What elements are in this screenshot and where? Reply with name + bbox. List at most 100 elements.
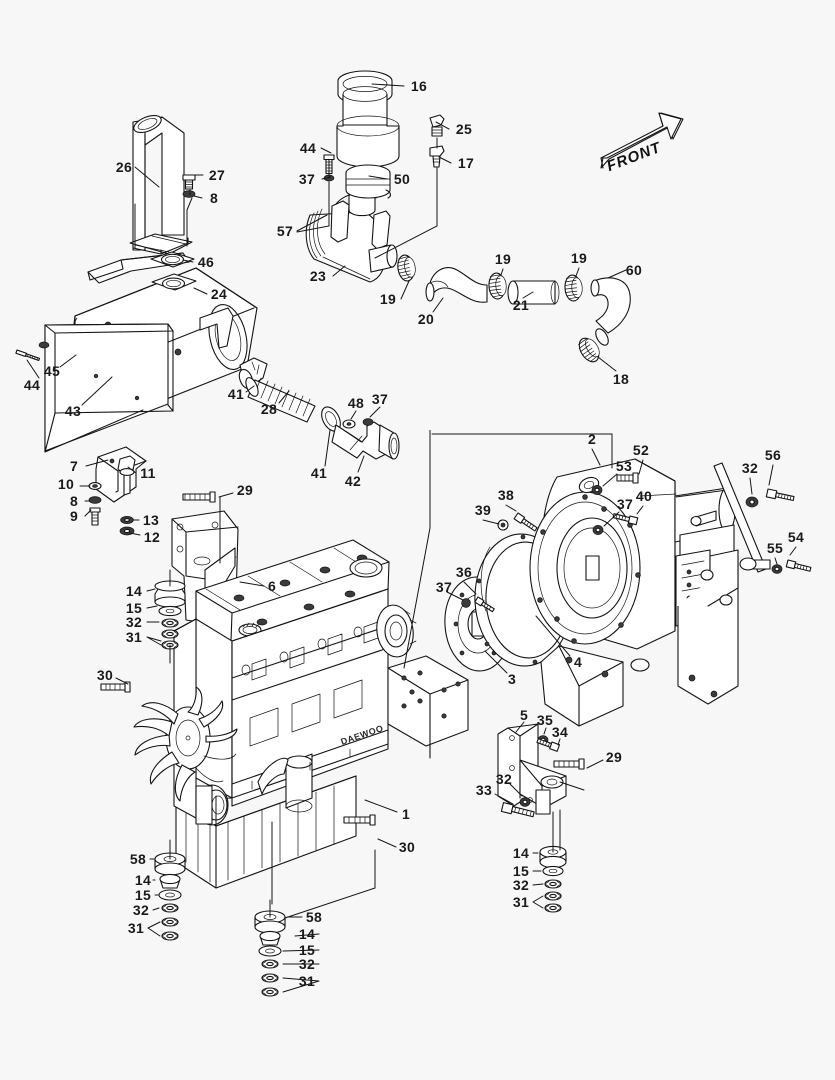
clamp-part-19-a [395, 253, 418, 283]
callout-12: 12 [143, 529, 161, 545]
callout-36: 36 [455, 564, 473, 580]
callout-37: 37 [371, 391, 389, 407]
callout-7: 7 [69, 458, 79, 474]
bolt-part-30-left [100, 681, 131, 693]
callout-32: 32 [512, 877, 530, 893]
callout-1: 1 [401, 806, 411, 822]
washer-part-37-flange [461, 598, 471, 608]
callout-32: 32 [741, 460, 759, 476]
washer-part-53 [591, 485, 603, 495]
callout-54: 54 [787, 529, 805, 545]
callout-45: 45 [43, 363, 61, 379]
callout-37: 37 [616, 496, 634, 512]
clamp-part-19-c [563, 273, 584, 303]
callout-42: 42 [344, 473, 362, 489]
callout-32: 32 [125, 614, 143, 630]
callout-6: 6 [267, 578, 277, 594]
callout-44: 44 [23, 377, 41, 393]
callout-5: 5 [519, 707, 529, 723]
washer-part-8-upper [182, 190, 196, 198]
callout-41: 41 [227, 386, 245, 402]
callout-37: 37 [298, 171, 316, 187]
callout-50: 50 [393, 171, 411, 187]
callout-25: 25 [455, 121, 473, 137]
callout-34: 34 [551, 724, 569, 740]
bolt-part-34 [536, 738, 561, 752]
callout-13: 13 [142, 512, 160, 528]
washer-part-55 [771, 564, 783, 574]
front-direction-arrow [600, 112, 684, 169]
callout-58: 58 [305, 909, 323, 925]
bracket-part-5 [497, 723, 567, 815]
callout-24: 24 [210, 286, 228, 302]
callout-58: 58 [129, 851, 147, 867]
callout-40: 40 [635, 488, 653, 504]
bolt-part-38 [513, 512, 538, 532]
air-cleaner-part-23 [305, 179, 398, 283]
bolt-part-52 [616, 472, 639, 484]
bolt-part-30-bottom [343, 814, 376, 826]
callout-14: 14 [298, 926, 316, 942]
callout-17: 17 [457, 155, 475, 171]
callout-19: 19 [570, 250, 588, 266]
callout-8: 8 [209, 190, 219, 206]
callout-43: 43 [64, 403, 82, 419]
bolt-part-29-left [182, 491, 216, 503]
washer-part-48 [342, 419, 356, 429]
callout-4: 4 [573, 654, 583, 670]
mount-stack-bottom-right [539, 845, 567, 913]
side-accessory-assembly [675, 462, 771, 705]
callout-35: 35 [536, 712, 554, 728]
callout-48: 48 [347, 395, 365, 411]
hose-part-20 [425, 267, 488, 303]
exhaust-stack-part-26 [129, 114, 193, 255]
washer-part-32-bracket [519, 797, 531, 807]
callout-21: 21 [512, 297, 530, 313]
callout-18: 18 [612, 371, 630, 387]
callout-38: 38 [497, 487, 515, 503]
callout-23: 23 [309, 268, 327, 284]
callout-10: 10 [57, 476, 75, 492]
callout-8: 8 [69, 493, 79, 509]
bolt-part-44-left [15, 349, 41, 362]
leader-lines [26, 83, 797, 993]
callout-9: 9 [69, 508, 79, 524]
callout-2: 2 [587, 431, 597, 447]
bolt-part-9 [89, 507, 101, 526]
engine-block-part-1: DAEWOO [133, 539, 469, 889]
bracket-part-7 [95, 446, 147, 503]
callout-15: 15 [512, 863, 530, 879]
callout-41: 41 [310, 465, 328, 481]
callout-32: 32 [298, 956, 316, 972]
gasket-part-46 [150, 251, 195, 268]
washer-part-10 [88, 482, 102, 490]
clamp-part-19-b [487, 271, 508, 301]
callout-44: 44 [299, 140, 317, 156]
mount-stack-left-mid [154, 580, 186, 650]
callout-37: 37 [435, 579, 453, 595]
callout-31: 31 [298, 973, 316, 989]
callout-32: 32 [132, 902, 150, 918]
pipe-part-42 [331, 421, 400, 460]
callout-14: 14 [125, 583, 143, 599]
washer-part-45-left [38, 341, 50, 349]
nut-part-13 [120, 516, 134, 524]
heat-shield-part-43 [44, 323, 174, 453]
hose-part-60 [590, 277, 631, 346]
callout-19: 19 [379, 291, 397, 307]
callout-26: 26 [115, 159, 133, 175]
callout-14: 14 [134, 872, 152, 888]
callout-31: 31 [512, 894, 530, 910]
washer-part-37-housing [592, 525, 604, 535]
callout-30: 30 [398, 839, 416, 855]
clamp-part-50 [345, 164, 391, 199]
callout-31: 31 [127, 920, 145, 936]
bolt-part-36 [474, 596, 495, 613]
fitting-part-17 [429, 145, 445, 168]
washer-part-39 [497, 519, 509, 531]
callout-14: 14 [512, 845, 530, 861]
callout-11: 11 [140, 465, 156, 481]
callout-55: 55 [766, 540, 784, 556]
precleaner-part-16 [336, 70, 400, 168]
